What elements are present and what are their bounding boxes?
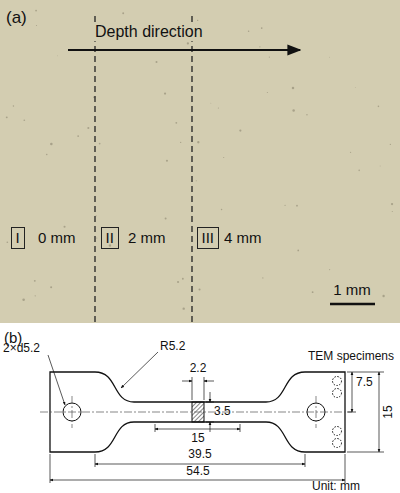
scale-bar	[330, 303, 375, 306]
dashed-line	[191, 16, 192, 323]
dimension-lines	[48, 352, 384, 483]
numeral-box: III	[197, 227, 219, 249]
specimen-drawing	[40, 352, 384, 483]
scale-label: 1 mm	[333, 282, 371, 299]
dimension: 2×d5.2	[3, 342, 40, 355]
callout-label: TEM specimens	[308, 350, 394, 363]
dimension: 2.2	[190, 362, 207, 375]
dashed-line	[94, 16, 95, 323]
dimension: 39.5	[188, 448, 211, 461]
dimension: 7.5	[356, 376, 373, 389]
depth-label: 2 mm	[128, 230, 166, 247]
depth-label: 4 mm	[224, 230, 262, 247]
dimension: R5.2	[160, 340, 185, 353]
panel-label: (a)	[6, 9, 27, 28]
dimension: 15	[382, 405, 395, 418]
numeral: II	[106, 229, 115, 246]
micrograph	[0, 0, 400, 323]
dimension: 15	[191, 432, 204, 445]
center-lines	[40, 396, 352, 428]
micrograph-texture	[6, 10, 393, 310]
numeral-box: I	[11, 227, 25, 249]
numeral: III	[202, 229, 215, 246]
numeral: I	[16, 229, 21, 246]
dimension: 54.5	[186, 465, 209, 478]
depth-arrow	[68, 49, 300, 51]
arrow-label: Depth direction	[93, 23, 205, 41]
numeral-box: II	[101, 227, 119, 249]
unit-note: Unit: mm	[312, 480, 360, 493]
depth-label: 0 mm	[38, 230, 76, 247]
dimension: 3.5	[214, 405, 231, 418]
